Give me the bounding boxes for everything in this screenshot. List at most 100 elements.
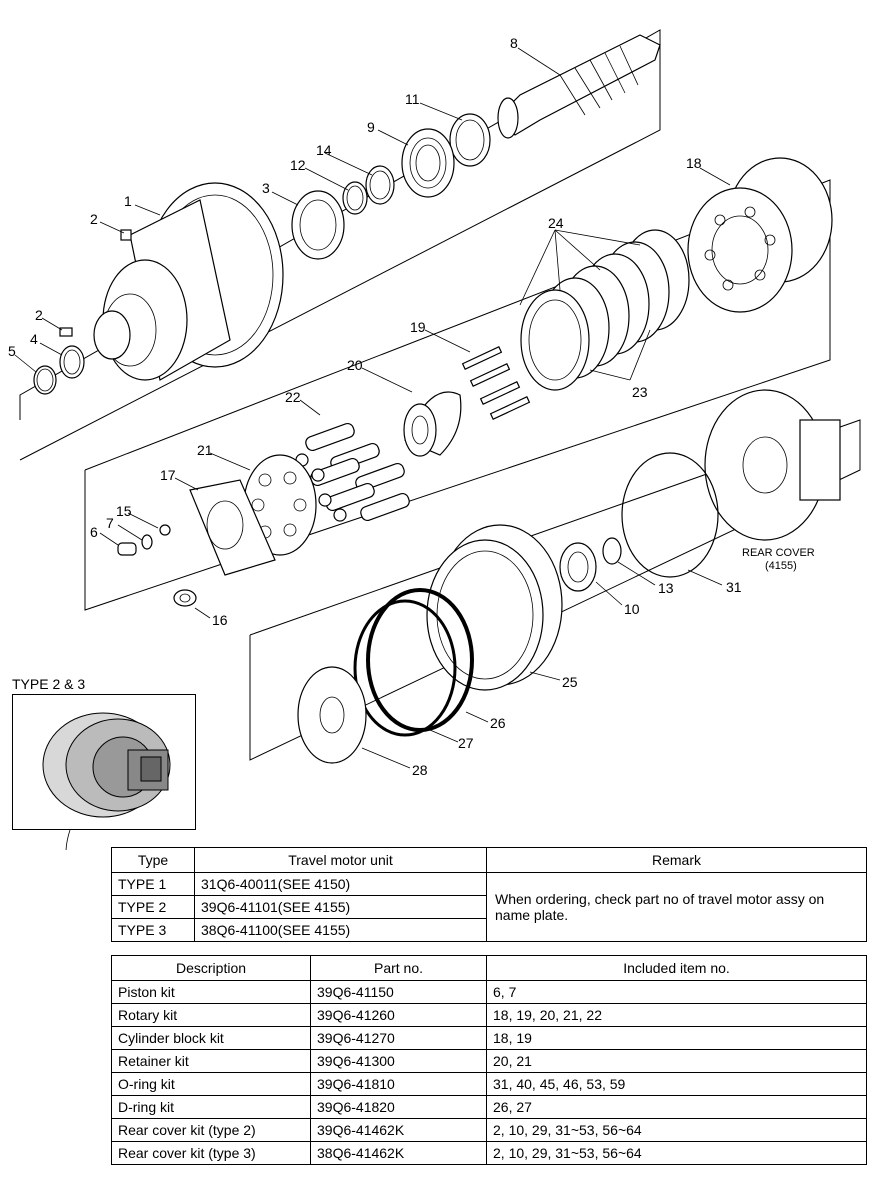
ring-part-7	[141, 534, 153, 550]
unit-cell: 38Q6-41100(SEE 4155)	[194, 918, 487, 942]
callout-18: 18	[686, 155, 702, 171]
header-included-item-no: Included item no.	[486, 955, 867, 981]
type-2-3-photo	[12, 694, 196, 830]
pointer-arrow	[65, 829, 71, 850]
callout-19: 19	[410, 319, 426, 335]
retainer-part	[403, 391, 462, 457]
ring-part-13	[602, 537, 622, 565]
callout-12: 12	[290, 157, 306, 173]
description-cell: O-ring kit	[111, 1072, 311, 1096]
description-cell: Rear cover kit (type 2)	[111, 1118, 311, 1142]
panel-1-outline	[19, 29, 661, 461]
plug-part	[120, 229, 132, 241]
callout-6: 6	[90, 524, 98, 540]
header-remark: Remark	[486, 847, 867, 873]
callout-24: 24	[548, 215, 564, 231]
header-travel-motor-unit: Travel motor unit	[194, 847, 487, 873]
piston-part-6	[117, 542, 137, 556]
description-cell: Piston kit	[111, 980, 311, 1004]
panel-3-outline	[249, 419, 861, 761]
callout-28: 28	[412, 762, 428, 778]
bearing-part-10	[559, 542, 597, 592]
callout-9: 9	[367, 119, 375, 135]
callout-26: 26	[490, 715, 506, 731]
rear-cover-caption-line1: REAR COVER	[742, 547, 815, 559]
part-no-cell: 38Q6-41462K	[310, 1141, 487, 1165]
description-cell: D-ring kit	[111, 1095, 311, 1119]
snap-ring-part	[449, 113, 491, 167]
type-table-header: Type Travel motor unit Remark	[111, 847, 867, 873]
included-items-cell: 2, 10, 29, 31~53, 56~64	[486, 1141, 867, 1165]
part-no-cell: 39Q6-41260	[310, 1003, 487, 1027]
unit-cell: 31Q6-40011(SEE 4150)	[194, 872, 487, 896]
type-2-3-label: TYPE 2 & 3	[12, 676, 86, 692]
plate-part	[297, 666, 367, 764]
rear-cover-caption-line2: (4155)	[765, 560, 797, 572]
callout-3: 3	[262, 180, 270, 196]
brake-piston-part	[426, 524, 563, 691]
ring-part-5	[33, 365, 57, 395]
d-ring-part-27	[353, 599, 457, 737]
kit-table-header: Description Part no. Included item no.	[111, 955, 867, 981]
header-description: Description	[111, 955, 311, 981]
callout-22: 22	[285, 389, 301, 405]
callout-2: 2	[90, 211, 98, 227]
part-no-cell: 39Q6-41810	[310, 1072, 487, 1096]
included-items-cell: 2, 10, 29, 31~53, 56~64	[486, 1118, 867, 1142]
table-row: D-ring kit 39Q6-41820 26, 27	[111, 1095, 867, 1119]
callout-8: 8	[510, 35, 518, 51]
included-items-cell: 6, 7	[486, 980, 867, 1004]
bearing-part-3	[291, 190, 345, 260]
callout-10: 10	[624, 601, 640, 617]
callout-16: 16	[212, 612, 228, 628]
table-row: TYPE 2 39Q6-41101(SEE 4155)	[111, 895, 867, 919]
bushing-part	[173, 589, 197, 607]
description-cell: Retainer kit	[111, 1049, 311, 1073]
housing-part	[93, 182, 284, 381]
part-no-cell: 39Q6-41820	[310, 1095, 487, 1119]
ball-part	[159, 524, 171, 536]
pistons-part	[295, 422, 410, 522]
exploded-parts-diagram: 8 11 9 14 12 3 1 2 2 4 5 18 24 23 19 20 …	[8, 29, 861, 850]
remark-cell: When ordering, check part no of travel m…	[486, 872, 867, 942]
callout-7: 7	[106, 515, 114, 531]
friction-plates-part	[520, 229, 690, 391]
callout-17: 17	[160, 467, 176, 483]
callout-13: 13	[658, 580, 674, 596]
included-items-cell: 20, 21	[486, 1049, 867, 1073]
callout-20: 20	[347, 357, 363, 373]
callout-11: 11	[405, 91, 420, 107]
callout-23: 23	[632, 384, 648, 400]
callout-27: 27	[458, 735, 474, 751]
type-cell: TYPE 1	[111, 872, 195, 896]
included-items-cell: 18, 19	[486, 1026, 867, 1050]
motor-assembly-icon	[42, 712, 171, 818]
part-no-cell: 39Q6-41270	[310, 1026, 487, 1050]
springs-part	[461, 346, 531, 420]
header-type: Type	[111, 847, 195, 873]
description-cell: Rotary kit	[111, 1003, 311, 1027]
table-row: Rear cover kit (type 2) 39Q6-41462K 2, 1…	[111, 1118, 867, 1142]
table-row: TYPE 1 31Q6-40011(SEE 4150) When orderin…	[111, 872, 867, 942]
description-cell: Rear cover kit (type 3)	[111, 1141, 311, 1165]
callout-4: 4	[30, 331, 38, 347]
table-row: Rear cover kit (type 3) 38Q6-41462K 2, 1…	[111, 1141, 867, 1165]
table-row: O-ring kit 39Q6-41810 31, 40, 45, 46, 53…	[111, 1072, 867, 1096]
bearing-part	[401, 128, 455, 198]
table-row: TYPE 3 38Q6-41100(SEE 4155)	[111, 918, 867, 942]
kit-table: Description Part no. Included item no. P…	[111, 955, 867, 1165]
type-cell: TYPE 3	[111, 918, 195, 942]
callout-1: 1	[124, 193, 132, 209]
o-ring-part	[621, 452, 719, 578]
part-no-cell: 39Q6-41300	[310, 1049, 487, 1073]
cylinder-block-part	[687, 157, 833, 313]
included-items-cell: 18, 19, 20, 21, 22	[486, 1003, 867, 1027]
included-items-cell: 31, 40, 45, 46, 53, 59	[486, 1072, 867, 1096]
table-row: Cylinder block kit 39Q6-41270 18, 19	[111, 1026, 867, 1050]
callout-5: 5	[8, 343, 16, 359]
callout-25: 25	[562, 674, 578, 690]
shaft-part	[497, 34, 661, 139]
callout-14: 14	[316, 142, 332, 158]
type-table: Type Travel motor unit Remark TYPE 1 31Q…	[111, 847, 867, 942]
part-no-cell: 39Q6-41150	[310, 980, 487, 1004]
